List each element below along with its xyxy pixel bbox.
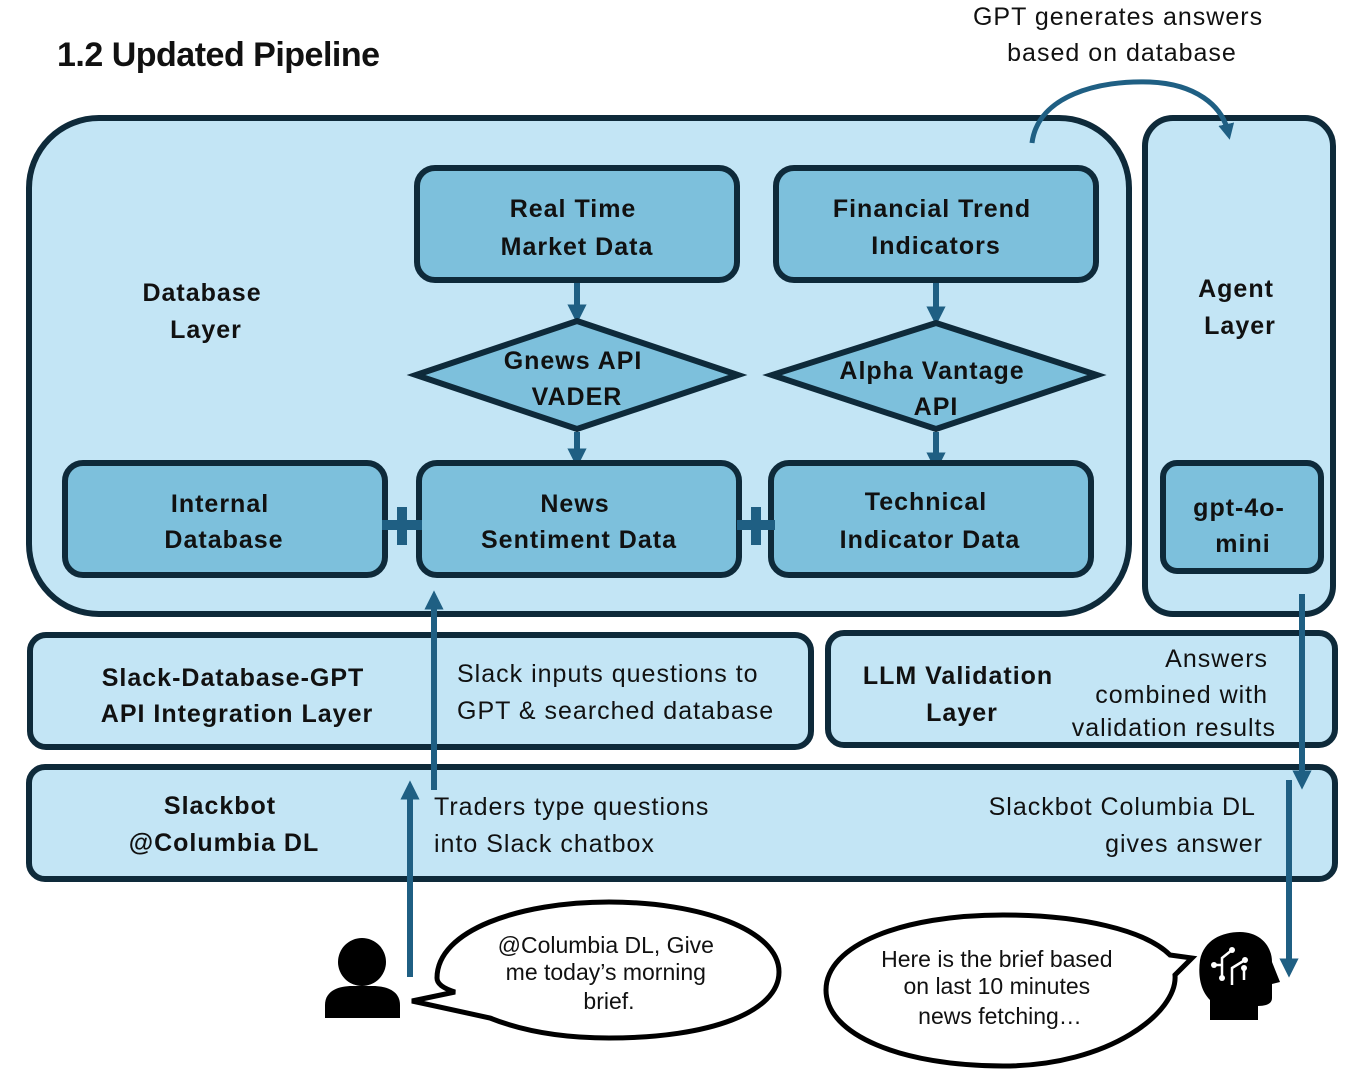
user-bubble-text: @Columbia DL, Give me today’s morning br… [498, 932, 721, 1014]
real-time-market-data-box [414, 165, 740, 283]
validation-layer-note: Answers combined with validation results [1072, 645, 1276, 742]
validation-layer-panel [825, 630, 1338, 748]
internal-database-box [62, 460, 388, 578]
traders-note: Traders type questions into Slack chatbo… [434, 793, 717, 858]
alpha-vantage-label: Alpha Vantage API [839, 357, 1032, 421]
integration-layer-label: Slack-Database-GPT API Integration Layer [101, 664, 373, 728]
database-layer-label: Database Layer [142, 279, 269, 344]
slackbot-answer-note: Slackbot Columbia DL gives answer [989, 793, 1263, 858]
slackbot-label: Slackbot @Columbia DL [129, 792, 320, 857]
news-sentiment-data-label: News Sentiment Data [481, 490, 677, 554]
bot-speech-bubble [823, 912, 1198, 1069]
technical-indicator-data-label: Technical Indicator Data [840, 488, 1021, 554]
news-sentiment-data-box [416, 460, 742, 578]
ai-head-icon [1199, 932, 1280, 1020]
internal-database-label: Internal Database [164, 490, 283, 554]
plus-connector-left [382, 507, 422, 545]
plus-connector-right [737, 507, 775, 545]
person-icon [325, 938, 400, 1018]
slackbot-layer-panel [26, 764, 1338, 882]
technical-indicator-data-box [768, 460, 1094, 578]
gnews-vader-diamond [406, 317, 748, 433]
gnews-vader-label: Gnews API VADER [504, 347, 651, 411]
gpt-curved-arrow [1029, 79, 1235, 144]
integration-layer-note: Slack inputs questions to GPT & searched… [457, 660, 774, 725]
agent-layer-label: Agent Layer [1198, 275, 1282, 340]
user-speech-bubble [411, 899, 782, 1041]
financial-trend-indicators-label: Financial Trend Indicators [833, 195, 1039, 260]
page-title: 1.2 Updated Pipeline [57, 36, 380, 74]
integration-layer-panel [27, 632, 814, 750]
real-time-market-data-label: Real Time Market Data [501, 195, 654, 261]
alpha-vantage-diamond [762, 319, 1107, 433]
validation-layer-label: LLM Validation Layer [863, 662, 1061, 727]
gpt-4o-mini-label: gpt-4o- mini [1193, 494, 1293, 558]
bot-bubble-text: Here is the brief based on last 10 minut… [881, 946, 1119, 1029]
gpt-4o-mini-box [1160, 460, 1324, 574]
financial-trend-indicators-box [773, 165, 1099, 283]
gpt-generates-note: GPT generates answers based on database [973, 3, 1271, 67]
